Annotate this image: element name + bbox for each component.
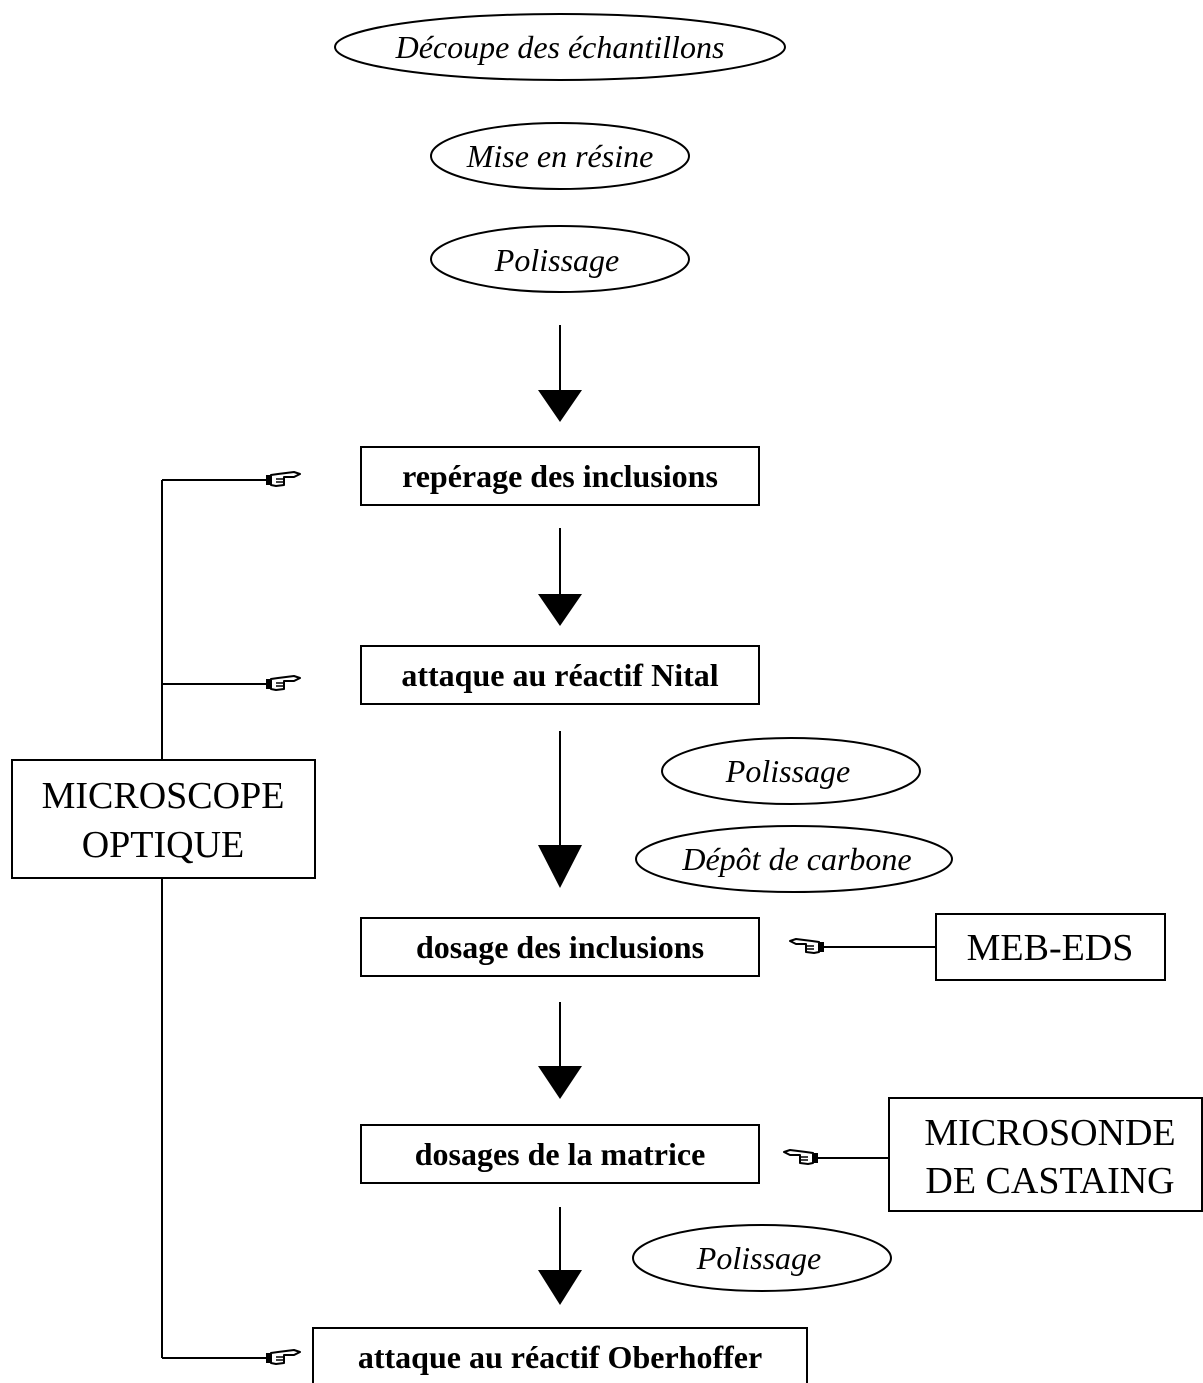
instrument-microscope-optique: MICROSCOPE OPTIQUE bbox=[11, 759, 316, 879]
step-attaque-nital: attaque au réactif Nital bbox=[360, 645, 760, 705]
prep-step-polissage-1: Polissage bbox=[430, 225, 690, 293]
step-dosages-matrice: dosages de la matrice bbox=[360, 1124, 760, 1184]
prep-step-mise-en-resine-label: Mise en résine bbox=[466, 138, 654, 174]
instrument-microscope-line2: OPTIQUE bbox=[82, 824, 245, 866]
instrument-microsonde-de-castaing: MICROSONDE DE CASTAING bbox=[888, 1097, 1203, 1212]
arrow-to-dosage-inclusions bbox=[538, 731, 582, 888]
pointing-hand-icon bbox=[265, 471, 301, 487]
prep-step-decoupe-label: Découpe des échantillons bbox=[395, 29, 725, 65]
step-attaque-nital-label: attaque au réactif Nital bbox=[401, 657, 718, 693]
prep-step-polissage-3: Polissage bbox=[632, 1224, 892, 1292]
prep-step-depot-carbone-label: Dépôt de carbone bbox=[681, 841, 911, 877]
prep-step-polissage-2-label: Polissage bbox=[725, 753, 850, 789]
step-dosages-matrice-label: dosages de la matrice bbox=[415, 1136, 706, 1172]
step-attaque-oberhoffer-label: attaque au réactif Oberhoffer bbox=[358, 1339, 762, 1375]
step-reperage: repérage des inclusions bbox=[360, 446, 760, 506]
prep-step-decoupe: Découpe des échantillons bbox=[334, 13, 786, 81]
prep-step-depot-carbone: Dépôt de carbone bbox=[635, 825, 953, 893]
prep-step-mise-en-resine: Mise en résine bbox=[430, 122, 690, 190]
pointing-hand-icon bbox=[265, 1349, 301, 1365]
pointing-hand-icon bbox=[789, 938, 825, 954]
step-dosage-inclusions: dosage des inclusions bbox=[360, 917, 760, 977]
arrow-to-attaque-oberhoffer bbox=[538, 1207, 582, 1305]
pointing-hand-icon bbox=[265, 675, 301, 691]
pointing-hand-icon bbox=[783, 1149, 819, 1165]
instrument-microsonde-line1: MICROSONDE bbox=[924, 1112, 1175, 1154]
instrument-meb-eds: MEB-EDS bbox=[935, 913, 1166, 981]
instrument-meb-eds-label: MEB-EDS bbox=[967, 927, 1134, 969]
step-dosage-inclusions-label: dosage des inclusions bbox=[416, 929, 704, 965]
prep-step-polissage-1-label: Polissage bbox=[494, 242, 619, 278]
step-attaque-oberhoffer: attaque au réactif Oberhoffer bbox=[312, 1327, 808, 1383]
arrow-to-dosages-matrice bbox=[538, 1002, 582, 1099]
arrow-to-reperage bbox=[538, 325, 582, 422]
step-reperage-label: repérage des inclusions bbox=[402, 458, 718, 494]
microscope-connector bbox=[161, 479, 266, 1359]
prep-step-polissage-3-label: Polissage bbox=[696, 1240, 821, 1276]
arrow-to-attaque-nital bbox=[538, 528, 582, 626]
instrument-microsonde-line2: DE CASTAING bbox=[925, 1160, 1174, 1202]
prep-step-polissage-2: Polissage bbox=[661, 737, 921, 805]
instrument-microscope-line1: MICROSCOPE bbox=[42, 775, 285, 817]
